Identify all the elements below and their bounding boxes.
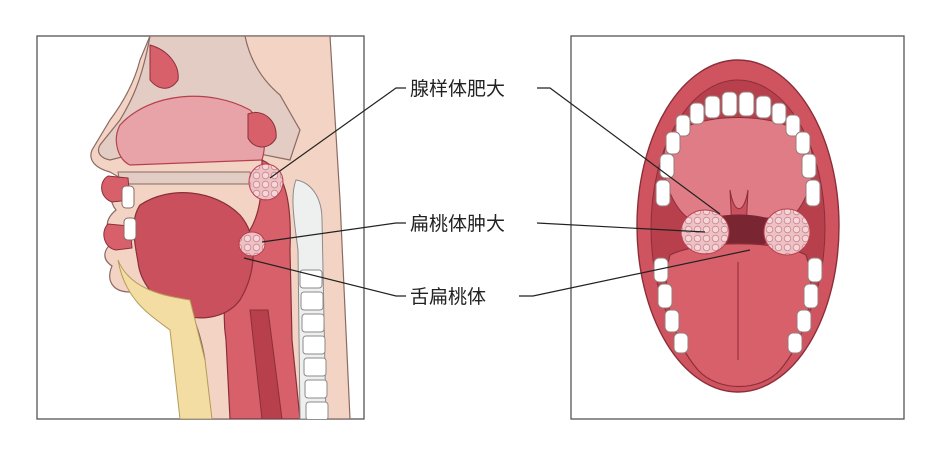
adenoid [248,163,284,201]
adenoid-leader-left [269,87,406,179]
label-lingual-tonsil: 舌扁桃体 [410,286,486,308]
lingual-leader-right [519,249,751,297]
lower-incisor [123,217,137,241]
adenoid-leader-right [537,87,721,215]
hard-palate [117,171,253,185]
upper-incisor [121,185,135,209]
chin-fat [117,259,213,419]
sphenoid-sinus [247,112,277,148]
label-tonsil: 扁桃体肿大 [410,213,505,235]
open-mouth-panel [570,35,905,420]
upper-teeth [655,91,821,207]
tonsil-leader-right [536,222,706,233]
sagittal-section-panel [36,35,365,420]
esophagus [249,309,283,419]
leader-lines [243,87,751,297]
palatine-tonsil-side [238,231,266,257]
lingual-leader-left [243,257,406,297]
right-tonsil [763,208,811,256]
tonsil-leader-left [261,222,406,243]
tongue [133,192,254,319]
label-adenoid: 腺样体肥大 [410,78,505,100]
vertebrae [299,269,329,419]
lower-teeth [653,257,823,354]
